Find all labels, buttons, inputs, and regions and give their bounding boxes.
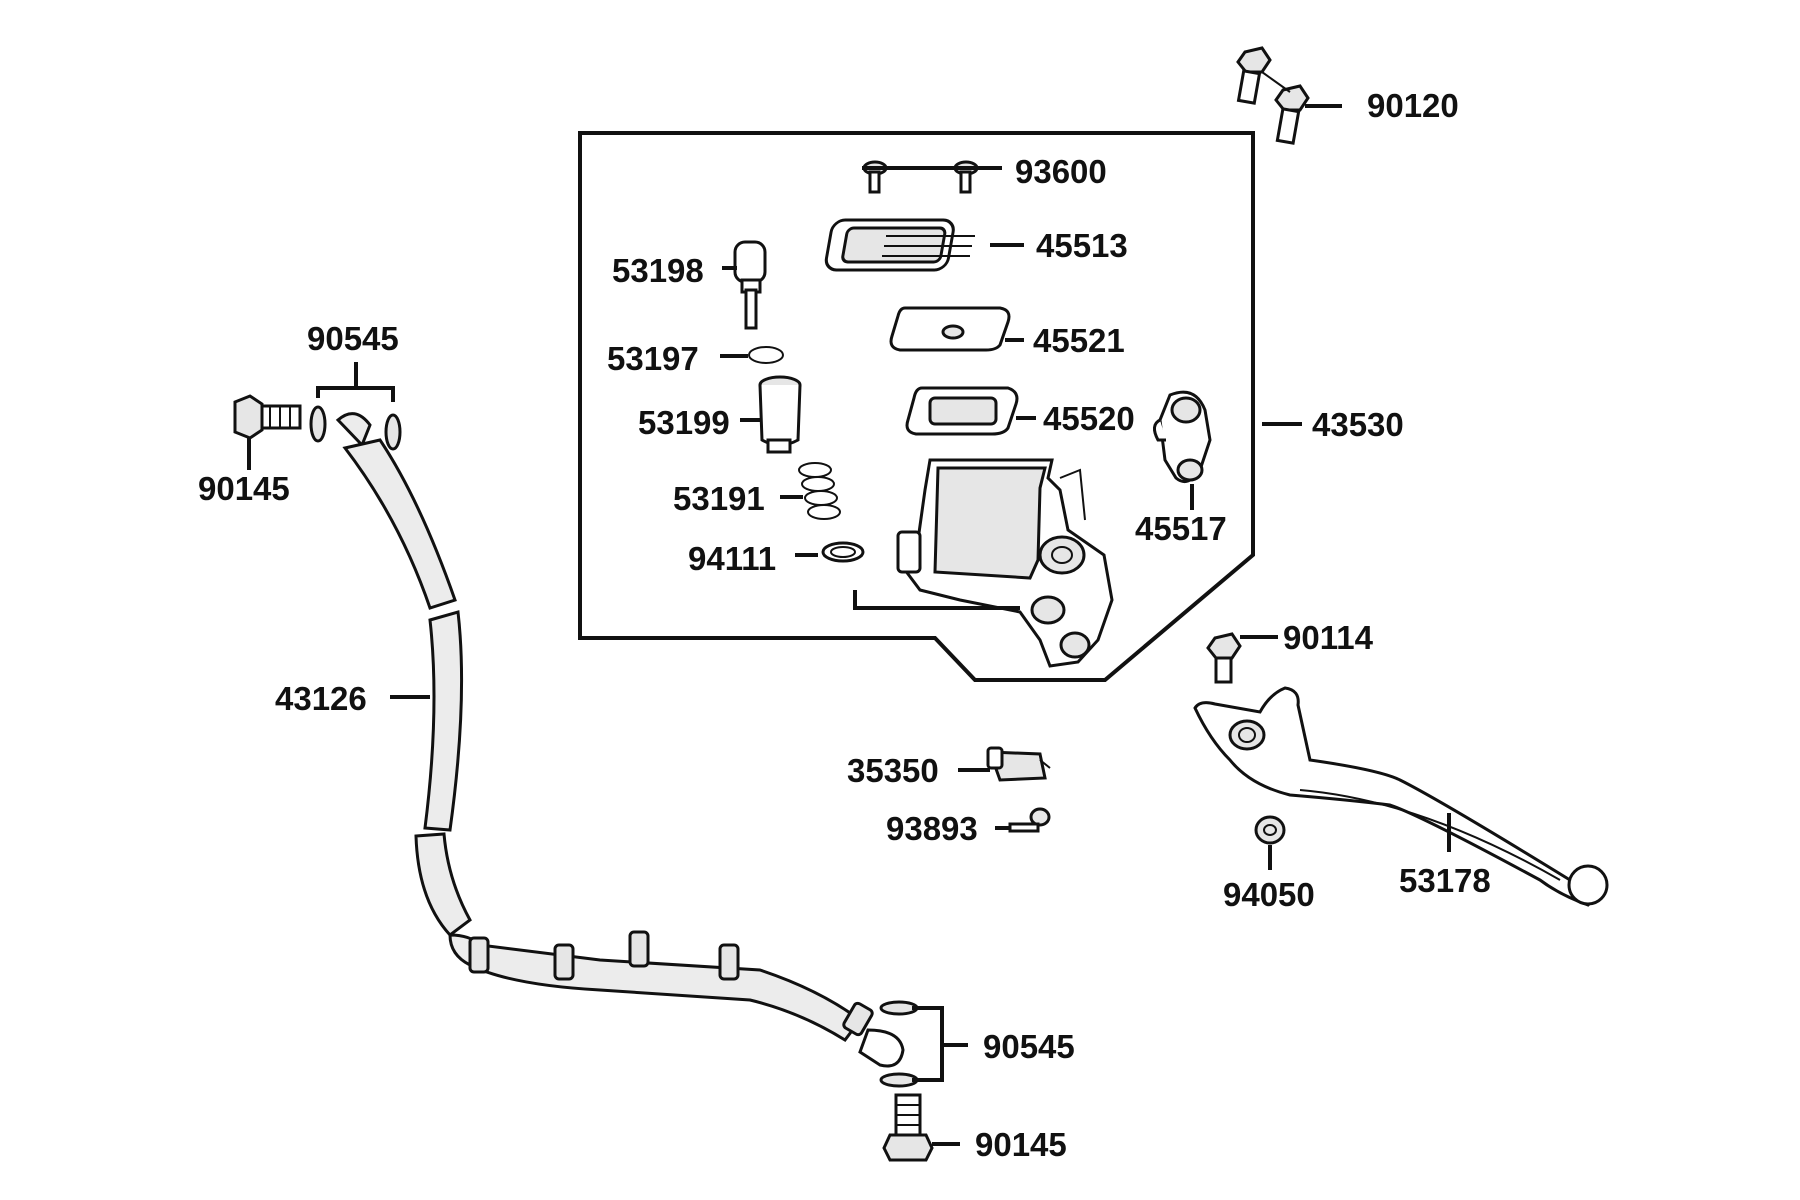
bolt-90120[interactable] xyxy=(1236,46,1310,145)
label-35350: 35350 xyxy=(847,752,939,789)
label-53191: 53191 xyxy=(673,480,765,517)
label-93893: 93893 xyxy=(886,810,978,847)
banjo-bolt-90145-bottom[interactable] xyxy=(882,1093,934,1162)
label-45513: 45513 xyxy=(1036,227,1128,264)
clamp-45517[interactable] xyxy=(1153,390,1212,484)
label-45517: 45517 xyxy=(1135,510,1227,547)
label-93600: 93600 xyxy=(1015,153,1107,190)
banjo-bolt-90145-top[interactable] xyxy=(233,394,302,440)
label-53178: 53178 xyxy=(1399,862,1491,899)
screw-93893[interactable] xyxy=(1008,807,1051,833)
push-rod-53198[interactable] xyxy=(733,240,767,330)
label-43530: 43530 xyxy=(1312,406,1404,443)
spring-53191[interactable] xyxy=(798,462,841,520)
label-94050: 94050 xyxy=(1223,876,1315,913)
master-cylinder-body[interactable] xyxy=(896,458,1114,668)
cap-plate-45521[interactable] xyxy=(889,306,1011,352)
label-90145-bottom: 90145 xyxy=(975,1126,1067,1163)
circlip-53197[interactable] xyxy=(748,346,784,364)
label-90114: 90114 xyxy=(1283,619,1374,656)
piston-53199[interactable] xyxy=(758,375,802,454)
reservoir-cap-45513[interactable] xyxy=(824,218,975,272)
label-53199: 53199 xyxy=(638,404,730,441)
washer-94111[interactable] xyxy=(821,541,865,563)
label-90145-top: 90145 xyxy=(198,470,290,507)
sealing-washer-90545-top[interactable] xyxy=(309,405,402,451)
diaphragm-gasket-45520[interactable] xyxy=(905,386,1019,436)
label-53197: 53197 xyxy=(607,340,699,377)
assembly-boundary-43530 xyxy=(578,131,1255,682)
pivot-bolt-90114[interactable] xyxy=(1206,632,1242,684)
label-94111: 94111 xyxy=(688,540,776,577)
nut-94050[interactable] xyxy=(1254,815,1286,845)
brake-hose-43126[interactable] xyxy=(335,412,905,1068)
label-45520: 45520 xyxy=(1043,400,1135,437)
label-53198: 53198 xyxy=(612,252,704,289)
label-90545-bottom: 90545 xyxy=(983,1028,1075,1065)
label-45521: 45521 xyxy=(1033,322,1125,359)
brake-switch-35350[interactable] xyxy=(986,746,1051,782)
label-90120: 90120 xyxy=(1367,87,1459,124)
brake-lever-53178[interactable] xyxy=(1193,686,1609,907)
label-43126: 43126 xyxy=(275,680,367,717)
label-90545-top: 90545 xyxy=(307,320,399,357)
